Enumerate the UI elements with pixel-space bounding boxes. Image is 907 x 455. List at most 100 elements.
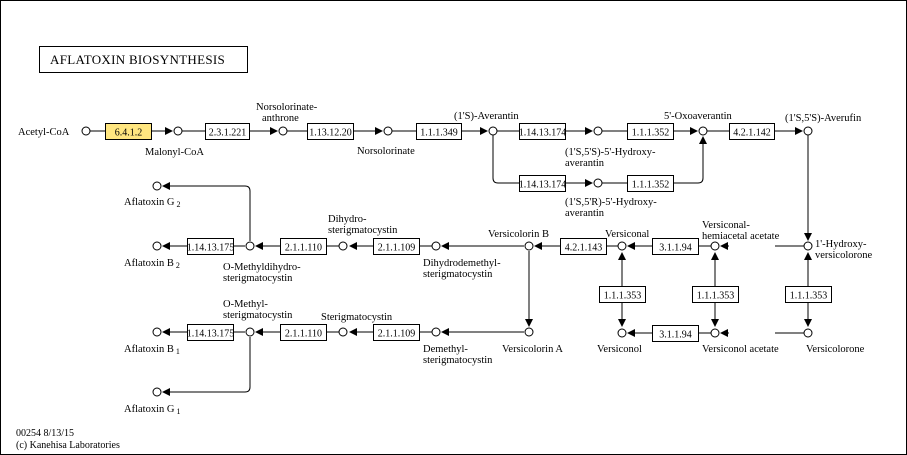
enzyme-box-211110[interactable] bbox=[280, 238, 327, 255]
compound-label-hydroxyversicolorone[interactable]: versicolorone bbox=[815, 250, 872, 261]
compound-node[interactable] bbox=[803, 241, 813, 251]
compound-label-demethylsterigmatocystin[interactable]: Demethyl- bbox=[423, 344, 468, 355]
enzyme-box-11413174[interactable] bbox=[519, 175, 566, 192]
compound-label-hydroxyaverantin-sr[interactable]: averantin bbox=[565, 208, 605, 219]
compound-label-norsolorinate-anthrone[interactable]: Norsolorinate- bbox=[256, 102, 318, 113]
edge bbox=[162, 337, 251, 396]
enzyme-box-111353[interactable] bbox=[599, 286, 646, 303]
compound-node[interactable] bbox=[803, 126, 813, 136]
compound-label-versicolorone[interactable]: Versicolorone bbox=[806, 344, 865, 355]
compound-label-versicolorin-b[interactable]: Versicolorin B bbox=[488, 229, 549, 240]
enzyme-label: 1.1.1.353 bbox=[697, 291, 735, 302]
enzyme-box-111352[interactable] bbox=[627, 123, 674, 140]
edge bbox=[673, 136, 707, 184]
compound-node[interactable] bbox=[245, 241, 255, 251]
enzyme-box-6412[interactable] bbox=[105, 123, 152, 140]
aflatoxin-g1-text: Aflatoxin G bbox=[124, 404, 175, 415]
compound-node[interactable] bbox=[278, 126, 288, 136]
compound-label-versiconal-hemiacetal-acetate[interactable]: hemiacetal acetate bbox=[702, 231, 780, 242]
compound-node[interactable] bbox=[152, 387, 162, 397]
compound-label-dihydrodemethylsterigmatocystin[interactable]: Dihydrodemethyl- bbox=[423, 258, 501, 269]
edge bbox=[492, 135, 519, 184]
compound-node[interactable] bbox=[152, 241, 162, 251]
compound-label-oxoaverantin[interactable]: 5'-Oxoaverantin bbox=[664, 111, 733, 122]
compound-node[interactable] bbox=[152, 327, 162, 337]
compound-label-versicolorin-a[interactable]: Versicolorin A bbox=[502, 344, 563, 355]
compound-label-versiconal-hemiacetal-acetate[interactable]: Versiconal- bbox=[702, 220, 750, 231]
map-title-box[interactable] bbox=[39, 46, 248, 73]
compound-label-versiconol-acetate[interactable]: Versiconol acetate bbox=[702, 344, 779, 355]
enzyme-box-421142[interactable] bbox=[729, 123, 775, 140]
compound-label-omethyldihydrosterigmatocystin[interactable]: sterigmatocystin bbox=[223, 273, 293, 284]
compound-label-hydroxyversicolorone[interactable]: 1'-Hydroxy- bbox=[815, 239, 867, 250]
enzyme-box-111353[interactable] bbox=[785, 286, 832, 303]
compound-label-omethylsterigmatocystin[interactable]: sterigmatocystin bbox=[223, 310, 293, 321]
enzyme-label: 1.1.1.352 bbox=[632, 180, 670, 191]
enzyme-box-1131220[interactable] bbox=[307, 123, 354, 140]
enzyme-label: 2.3.1.221 bbox=[209, 128, 247, 139]
compound-label-hydroxyaverantin-sr[interactable]: (1'S,5'R)-5'-Hydroxy- bbox=[565, 197, 657, 208]
enzyme-box-31194[interactable] bbox=[652, 325, 699, 342]
compound-node[interactable] bbox=[338, 327, 348, 337]
enzyme-box-421143[interactable] bbox=[560, 238, 607, 255]
compound-node[interactable] bbox=[383, 126, 393, 136]
compound-node[interactable] bbox=[710, 241, 720, 251]
enzyme-label: 3.1.1.94 bbox=[659, 243, 692, 254]
compound-node[interactable] bbox=[593, 126, 603, 136]
enzyme-box-31194[interactable] bbox=[652, 238, 699, 255]
compound-label-dihydrodemethylsterigmatocystin[interactable]: sterigmatocystin bbox=[423, 269, 493, 280]
enzyme-label: 1.14.13.174 bbox=[519, 180, 567, 191]
compound-label-malonyl-coa[interactable]: Malonyl-CoA bbox=[145, 147, 204, 158]
compound-label-omethylsterigmatocystin[interactable]: O-Methyl- bbox=[223, 299, 268, 310]
compound-node[interactable] bbox=[593, 178, 603, 188]
compound-label-norsolorinate-anthrone[interactable]: anthrone bbox=[262, 113, 299, 124]
compound-node[interactable] bbox=[81, 126, 91, 136]
compound-label-versiconal[interactable]: Versiconal bbox=[605, 229, 649, 240]
compound-label-demethylsterigmatocystin[interactable]: sterigmatocystin bbox=[423, 355, 493, 366]
compound-node[interactable] bbox=[173, 126, 183, 136]
compound-label-norsolorinate[interactable]: Norsolorinate bbox=[357, 146, 415, 157]
compound-node[interactable] bbox=[524, 241, 534, 251]
compound-node[interactable] bbox=[338, 241, 348, 251]
enzyme-label: 4.2.1.143 bbox=[565, 243, 603, 254]
enzyme-box-11413174[interactable] bbox=[519, 123, 566, 140]
compound-label-acetyl-coa[interactable]: Acetyl-CoA bbox=[18, 127, 70, 138]
enzyme-box-11413175[interactable] bbox=[187, 238, 234, 255]
compound-label-averufin[interactable]: (1'S,5'S)-Averufin bbox=[785, 113, 862, 124]
compound-node[interactable] bbox=[488, 126, 498, 136]
compound-node[interactable] bbox=[245, 327, 255, 337]
compound-node[interactable] bbox=[803, 328, 813, 338]
compound-label-dihydrosterigmatocystin[interactable]: Dihydro- bbox=[328, 214, 367, 225]
compound-node[interactable] bbox=[152, 181, 162, 191]
compound-label-averantin[interactable]: (1'S)-Averantin bbox=[454, 111, 519, 122]
enzyme-label: 2.1.1.109 bbox=[378, 243, 416, 254]
enzyme-box-23221[interactable] bbox=[205, 123, 250, 140]
enzyme-box-211109[interactable] bbox=[373, 324, 420, 341]
enzyme-box-111349[interactable] bbox=[416, 123, 462, 140]
compound-label-dihydrosterigmatocystin[interactable]: sterigmatocystin bbox=[328, 225, 398, 236]
compound-node[interactable] bbox=[431, 241, 441, 251]
aflatoxin-b1-text: Aflatoxin B bbox=[124, 344, 174, 355]
enzyme-box-211109[interactable] bbox=[373, 238, 420, 255]
enzyme-box-11413175[interactable] bbox=[187, 324, 234, 341]
compound-label-sterigmatocystin[interactable]: Sterigmatocystin bbox=[321, 312, 393, 323]
compound-node[interactable] bbox=[710, 328, 720, 338]
compound-node[interactable] bbox=[617, 241, 627, 251]
enzyme-box-111352[interactable] bbox=[627, 175, 674, 192]
compound-node[interactable] bbox=[617, 328, 627, 338]
compound-label-hydroxyaverantin-ss[interactable]: (1'S,5'S)-5'-Hydroxy- bbox=[565, 147, 656, 158]
compound-node[interactable] bbox=[524, 327, 534, 337]
enzyme-label: 1.14.13.175 bbox=[187, 243, 235, 254]
compound-label-versiconol[interactable]: Versiconol bbox=[597, 344, 642, 355]
compound-node[interactable] bbox=[698, 126, 708, 136]
compound-node[interactable] bbox=[431, 327, 441, 337]
enzyme-label: 1.1.1.349 bbox=[420, 128, 458, 139]
compound-label-hydroxyaverantin-ss[interactable]: averantin bbox=[565, 158, 605, 169]
enzyme-box-111353[interactable] bbox=[692, 286, 739, 303]
compound-label-omethyldihydrosterigmatocystin[interactable]: O-Methyldihydro- bbox=[223, 262, 301, 273]
enzyme-box-211110[interactable] bbox=[280, 324, 327, 341]
